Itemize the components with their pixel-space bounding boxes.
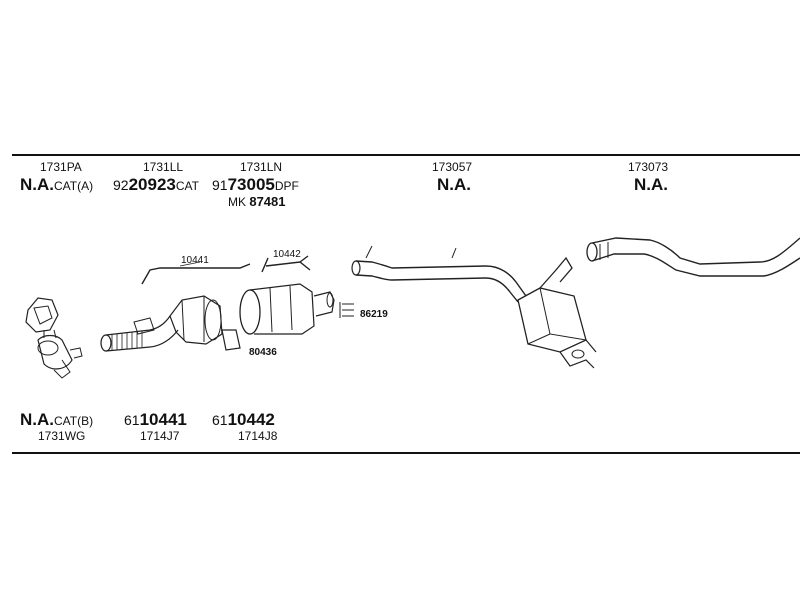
part-number-20923: 9220923CAT (113, 175, 199, 194)
diesel-particulate-filter-73005 (239, 283, 335, 335)
clamp-86219 (339, 302, 354, 318)
catalytic-converter-b (25, 297, 83, 379)
part-code-1731pa: 1731PA (40, 160, 82, 174)
part-number-10442: 6110442 (212, 410, 275, 429)
part-code-173057: 173057 (432, 160, 473, 174)
bracket-10442 (261, 255, 311, 273)
bottom-rule (12, 452, 800, 454)
part-code-173073: 173073 (628, 160, 669, 174)
part-number-73005: 9173005DPF (212, 175, 299, 194)
part-code-1731wg: 1731WG (38, 429, 86, 443)
middle-pipe-173057 (351, 245, 527, 303)
part-number-173073-na: N.A. (634, 175, 668, 194)
bracket-10441 (141, 263, 251, 285)
tail-pipe-173073 (586, 237, 800, 277)
callout-80436: 80436 (249, 347, 277, 358)
gasket-80436 (221, 329, 241, 351)
part-number-cat-b: N.A.CAT(B) (20, 410, 94, 429)
part-number-10441: 6110441 (124, 410, 187, 429)
part-code-1714j7: 1714J7 (140, 429, 180, 443)
part-code-1714j8: 1714J8 (238, 429, 278, 443)
part-number-173057-na: N.A. (437, 175, 471, 194)
part-number-mk-87481: MK 87481 (228, 194, 286, 209)
callout-10442: 10442 (273, 249, 301, 260)
part-number-cat-a: N.A.CAT(A) (20, 175, 94, 194)
rear-silencer (517, 256, 597, 369)
callout-86219: 86219 (360, 309, 388, 320)
callout-10441: 10441 (181, 255, 209, 266)
catalytic-converter-20923 (169, 295, 223, 345)
part-code-1731ll: 1731LL (143, 160, 184, 174)
flex-pipe (100, 315, 179, 352)
part-code-1731ln: 1731LN (240, 160, 283, 174)
top-rule (12, 154, 800, 156)
